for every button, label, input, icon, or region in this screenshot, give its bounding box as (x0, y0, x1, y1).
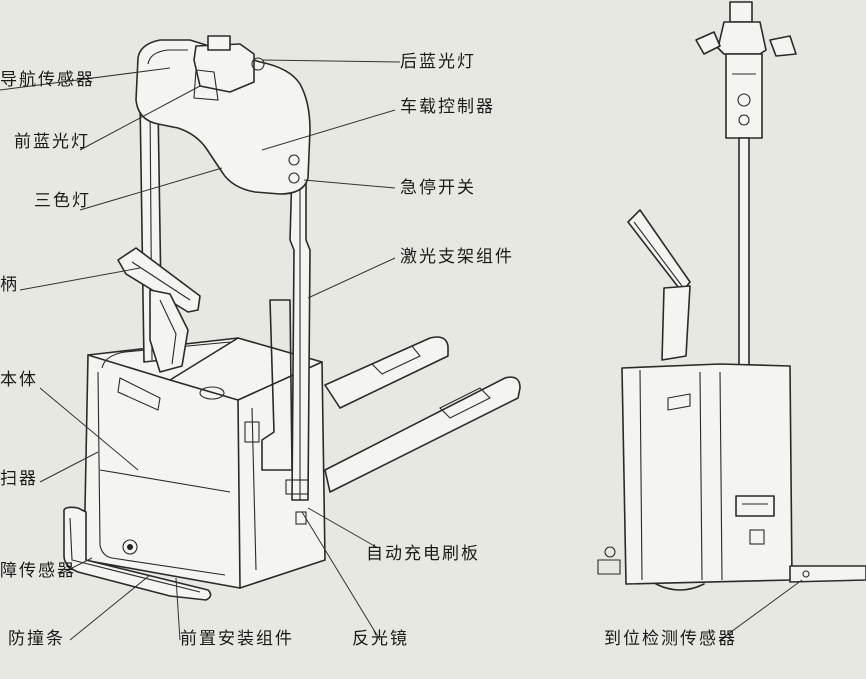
bumper-strip (63, 506, 212, 601)
leader-lines (0, 59, 803, 641)
label-nav-sensor: 导航传感器 (0, 70, 95, 90)
label-reflector: 反光镜 (352, 629, 409, 649)
label-laser-bracket: 激光支架组件 (400, 247, 514, 267)
tiller-handle (117, 247, 201, 373)
truck-body (83, 337, 326, 589)
controller-housing (135, 35, 311, 195)
label-obstacle-sensor: 障传感器 (0, 561, 76, 581)
forklift-side-view (597, 1, 866, 591)
label-estop: 急停开关 (400, 178, 476, 198)
label-rear-blue-light: 后蓝光灯 (400, 52, 476, 72)
label-body: 本体 (0, 370, 38, 390)
label-auto-charge: 自动充电刷板 (366, 544, 480, 564)
label-bumper: 防撞条 (8, 629, 65, 649)
laser-bracket-mast (139, 99, 311, 525)
label-scanner: 扫器 (0, 469, 38, 489)
side-tiller (627, 209, 691, 361)
label-controller: 车载控制器 (400, 97, 495, 117)
labels: 导航传感器 前蓝光灯 三色灯 柄 本体 扫器 障传感器 防撞条 前置安装组件 反… (0, 52, 737, 649)
side-mast-head (695, 1, 797, 479)
label-position-sensor: 到位检测传感器 (604, 629, 737, 649)
label-front-mount: 前置安装组件 (180, 629, 294, 649)
label-handle: 柄 (0, 275, 19, 295)
forks (324, 336, 521, 493)
label-front-blue-light: 前蓝光灯 (14, 132, 90, 152)
label-tri-color-light: 三色灯 (34, 191, 91, 211)
forklift-isometric-view (63, 35, 521, 601)
side-body (597, 363, 866, 591)
